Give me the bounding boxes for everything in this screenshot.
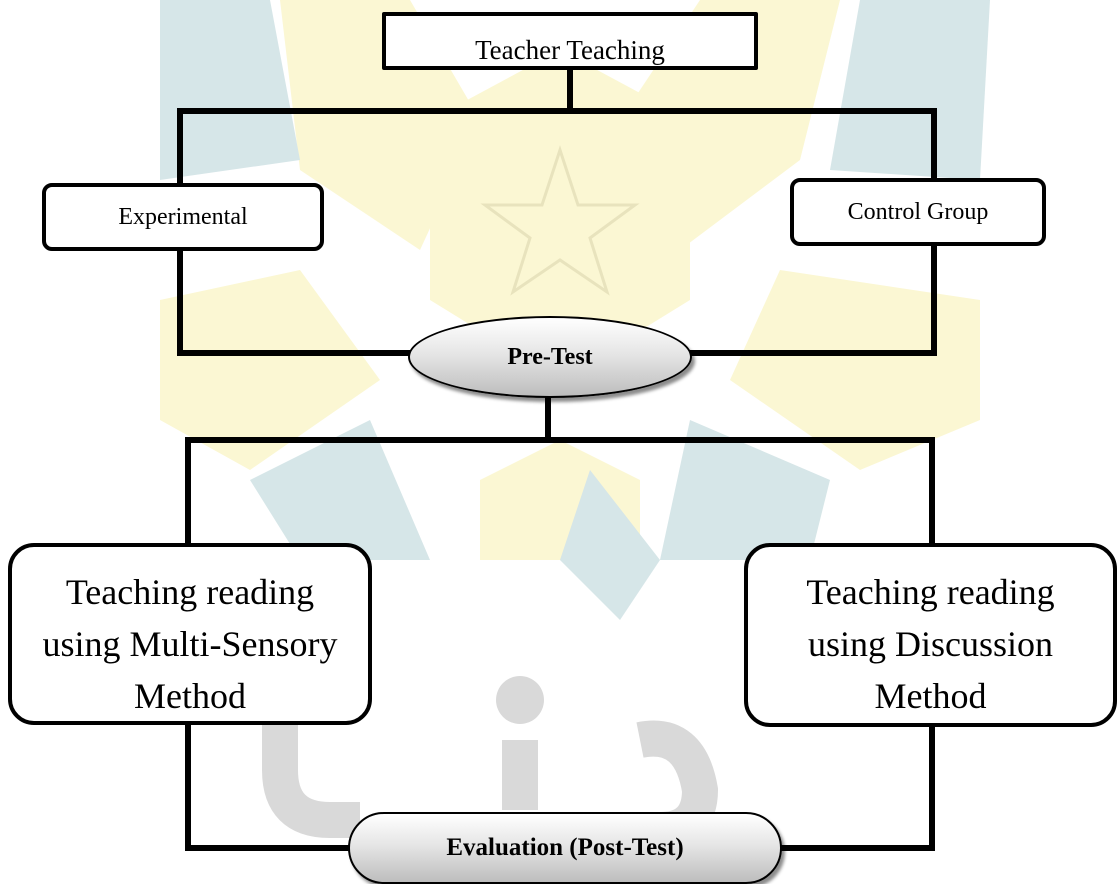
multisensory-method-box: Teaching reading using Multi-Sensory Met…: [8, 543, 372, 725]
experimental-group-label: Experimental: [118, 203, 248, 230]
control-group-box: Control Group: [790, 178, 1046, 246]
pretest-oval: Pre-Test: [408, 316, 692, 398]
teacher-teaching-label: Teacher Teaching: [475, 35, 665, 65]
multisensory-method-label: Teaching reading using Multi-Sensory Met…: [42, 572, 338, 716]
evaluation-oval: Evaluation (Post-Test): [348, 812, 782, 884]
teacher-teaching-box: Teacher Teaching: [382, 12, 758, 70]
control-group-label: Control Group: [847, 198, 989, 225]
pretest-label: Pre-Test: [507, 343, 593, 370]
discussion-method-label: Teaching reading using Discussion Method: [806, 572, 1055, 716]
discussion-method-box: Teaching reading using Discussion Method: [744, 543, 1117, 727]
experimental-group-box: Experimental: [42, 183, 324, 251]
evaluation-label: Evaluation (Post-Test): [446, 834, 684, 861]
